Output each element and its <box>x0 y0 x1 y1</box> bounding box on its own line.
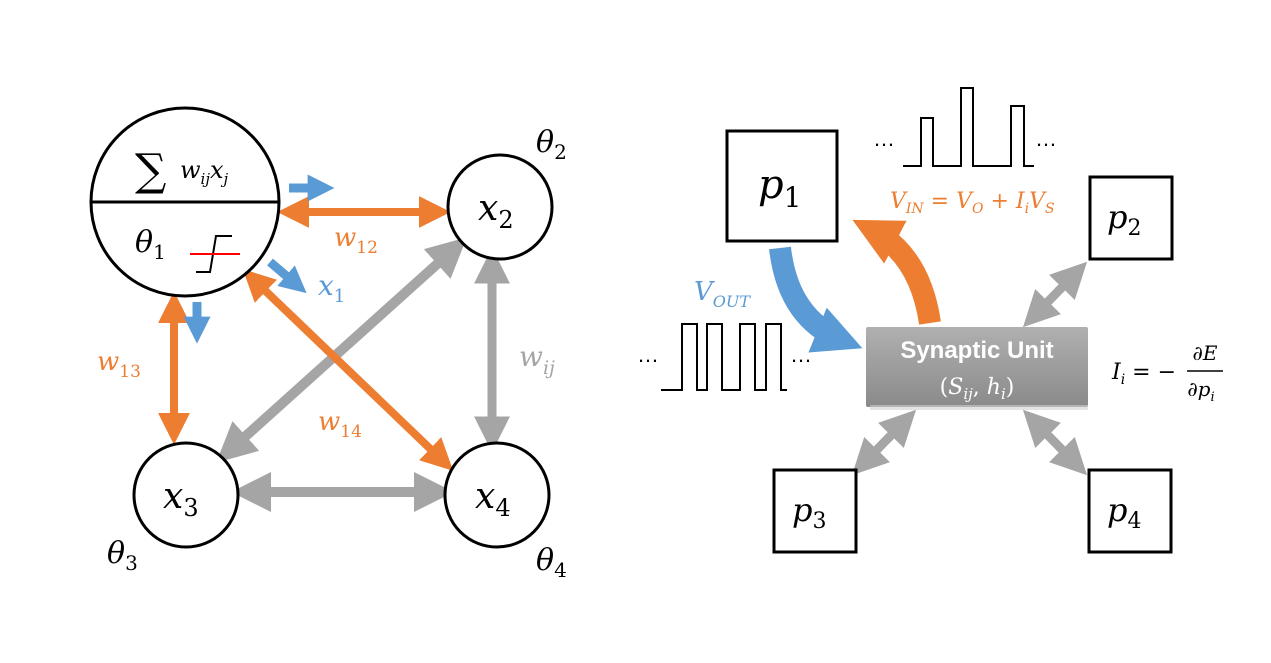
current-equation-lhs: Ii = − <box>1111 360 1176 388</box>
ellipsis-in-right: … <box>1035 126 1057 151</box>
label-x1-output: x1 <box>318 269 345 307</box>
hopfield-network: ∑ wijxj θ1 x2 x3 <box>89 106 567 582</box>
node-x4-label: x4 <box>475 476 511 522</box>
theta-4: θ4 <box>536 543 567 582</box>
ellipsis-in-left: … <box>873 126 895 151</box>
label-w12: w12 <box>334 223 378 258</box>
output-arrow-diagonal <box>267 258 307 294</box>
synaptic-unit-title: Synaptic Unit <box>900 337 1053 364</box>
current-equation: Ii = − ∂E ∂pi <box>1111 341 1223 405</box>
box-p4: p4 <box>1087 468 1173 554</box>
sum-term: wijxj <box>180 156 229 188</box>
theta-2: θ2 <box>536 125 567 164</box>
theta-3: θ3 <box>107 536 138 575</box>
link-p4 <box>1022 409 1088 476</box>
label-w14: w14 <box>318 407 362 442</box>
sum-symbol: ∑ <box>135 145 166 196</box>
neuron-x3: x3 <box>132 441 240 549</box>
neuron-x2: x2 <box>446 153 554 261</box>
step-function-icon <box>190 235 240 273</box>
node-x2-label: x2 <box>478 188 514 234</box>
synaptic-unit-block: Synaptic Unit (Sij, hi) <box>866 327 1088 410</box>
box-p1: p1 <box>725 129 839 243</box>
box-p4-label: p4 <box>1107 491 1141 534</box>
node-x3-label: x3 <box>163 476 199 522</box>
label-vin-equation: VIN = VO + IiVS <box>890 189 1055 217</box>
box-p1-label: p1 <box>758 162 801 214</box>
output-pulse-train: … … <box>637 323 812 391</box>
box-p2-label: p2 <box>1107 198 1141 241</box>
box-p2: p2 <box>1088 175 1174 261</box>
link-p3 <box>851 409 917 476</box>
ellipsis-out-right: … <box>790 342 812 367</box>
link-p2 <box>1022 261 1088 328</box>
box-p3-label: p3 <box>792 491 826 534</box>
current-equation-numerator: ∂E <box>1193 341 1218 365</box>
box-p3: p3 <box>772 468 858 554</box>
current-equation-denominator: ∂pi <box>1187 377 1214 405</box>
theta-1: θ1 <box>135 225 166 264</box>
vout-arrow <box>769 246 863 353</box>
neuron-1: ∑ wijxj θ1 <box>89 106 281 298</box>
label-vout: VOUT <box>694 277 751 311</box>
synaptic-unit-diagram: p1 p2 p3 p4 Synaptic Unit <box>637 87 1223 554</box>
ellipsis-out-left: … <box>637 342 659 367</box>
synaptic-unit-params: (Sij, hi) <box>940 375 1015 403</box>
label-wij: wij <box>519 340 555 379</box>
input-pulse-train: … … <box>873 87 1057 167</box>
neuron-x4: x4 <box>443 441 551 549</box>
label-w13: w13 <box>97 347 141 382</box>
edge-w14 <box>242 269 454 471</box>
vin-arrow <box>852 219 941 325</box>
